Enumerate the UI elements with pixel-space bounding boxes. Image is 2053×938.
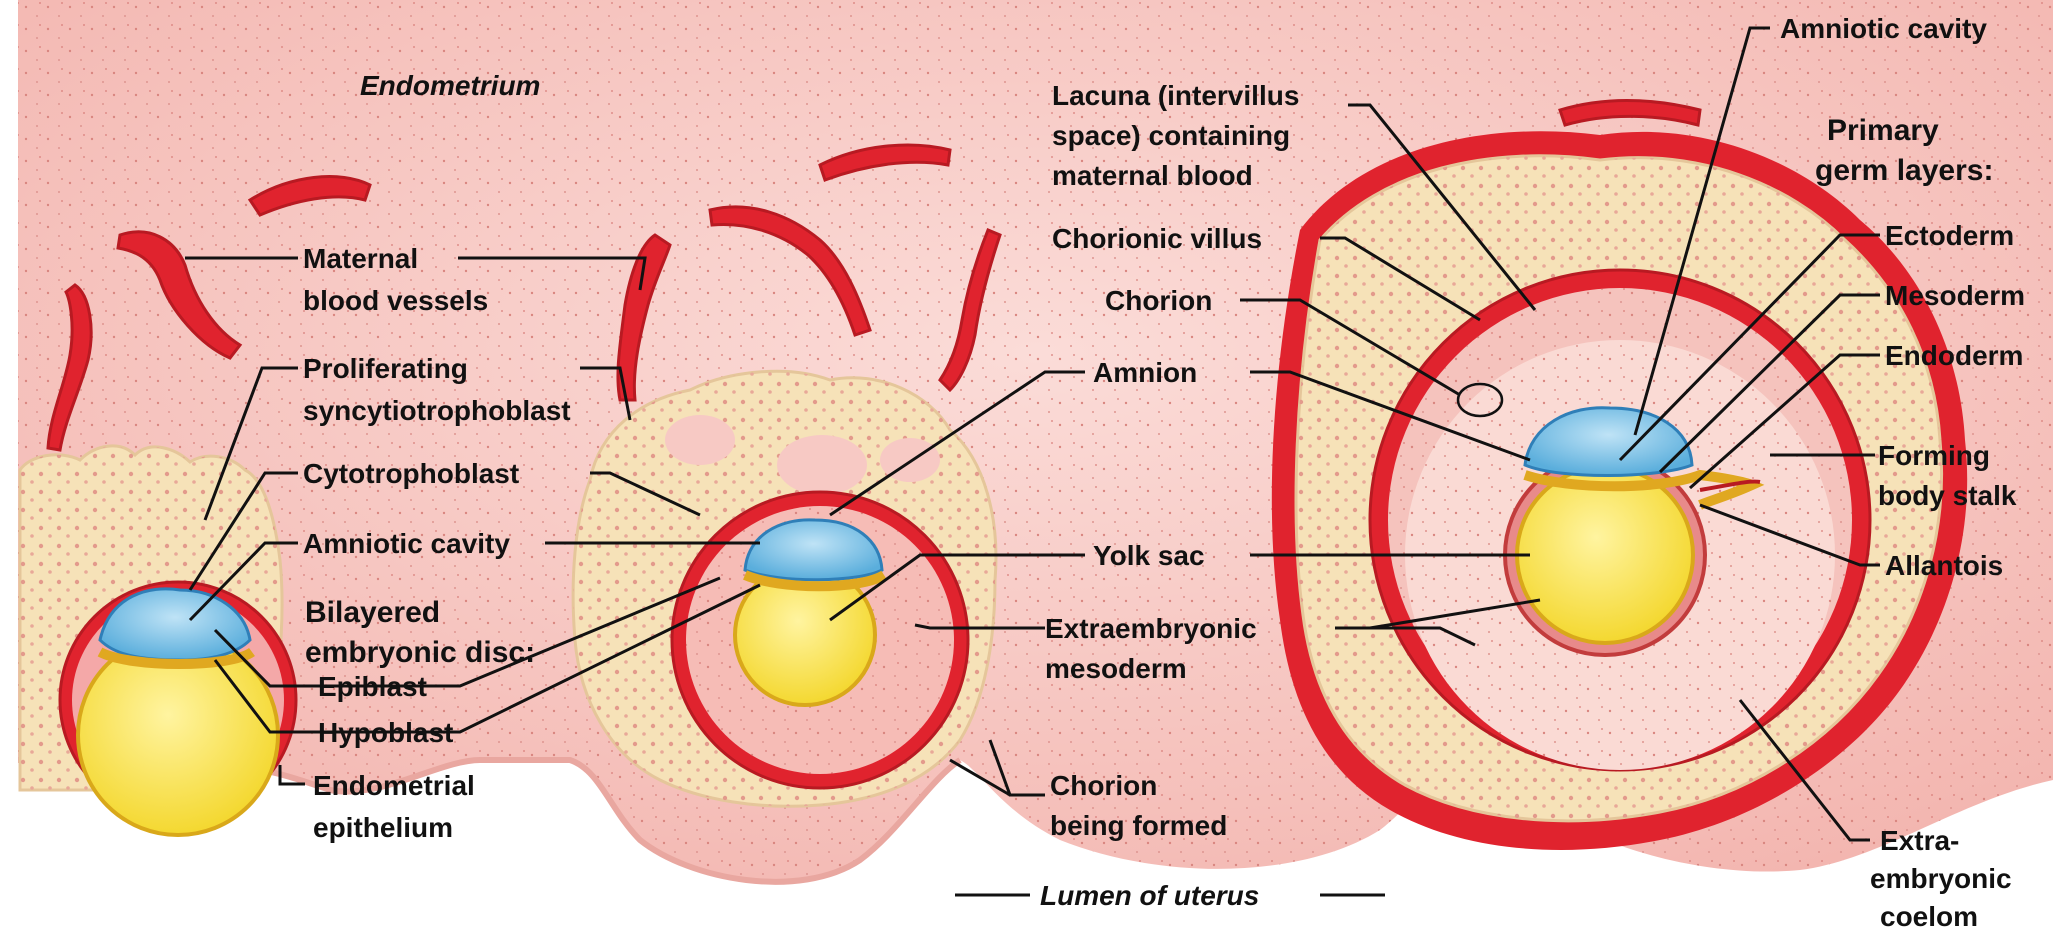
label-lumen-of-uterus: Lumen of uterus bbox=[1040, 880, 1259, 911]
label-endometrium: Endometrium bbox=[360, 70, 540, 101]
label-amniotic-cavity-right: Amniotic cavity bbox=[1780, 13, 1987, 44]
label-yolk-sac: Yolk sac bbox=[1093, 540, 1205, 571]
left-implanting-blastocyst bbox=[20, 446, 296, 835]
label-chorionic-villus: Chorionic villus bbox=[1052, 223, 1262, 254]
label-allantois: Allantois bbox=[1885, 550, 2003, 581]
label-amnion: Amnion bbox=[1093, 357, 1197, 388]
label-extraembryonic-coelom: Extra- embryonic coelom bbox=[1870, 825, 2019, 932]
label-mesoderm: Mesoderm bbox=[1885, 280, 2025, 311]
label-endometrial-epithelium: Endometrial epithelium bbox=[313, 770, 483, 843]
label-amniotic-cavity-left: Amniotic cavity bbox=[303, 528, 510, 559]
label-hypoblast: Hypoblast bbox=[318, 717, 453, 748]
label-chorion: Chorion bbox=[1105, 285, 1212, 316]
middle-implanted-blastocyst bbox=[573, 371, 996, 806]
label-cytotrophoblast: Cytotrophoblast bbox=[303, 458, 519, 489]
label-epiblast: Epiblast bbox=[318, 671, 427, 702]
label-ectoderm: Ectoderm bbox=[1885, 220, 2014, 251]
label-endoderm: Endoderm bbox=[1885, 340, 2023, 371]
